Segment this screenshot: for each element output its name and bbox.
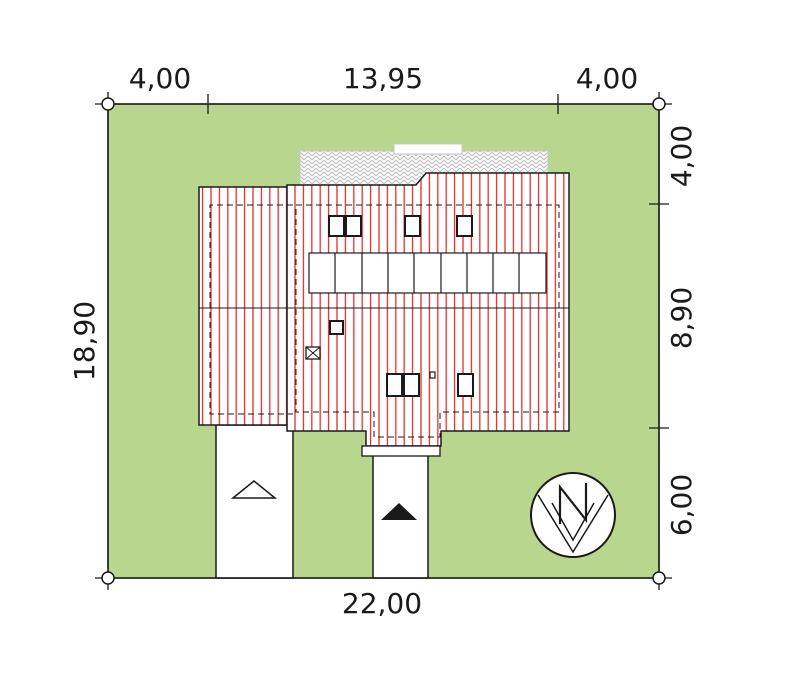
north-arrow-icon — [530, 472, 616, 558]
dimension-nodes — [101, 97, 666, 585]
solar-panels — [308, 252, 547, 294]
dim-top-right: 4,00 — [576, 62, 638, 95]
dim-top-middle: 13,95 — [343, 62, 423, 95]
dim-right-top: 4,00 — [665, 125, 698, 187]
dimension-lines — [95, 92, 672, 590]
roof-windows — [328, 215, 474, 397]
garage-roof — [198, 186, 290, 426]
dim-right-middle: 8,90 — [665, 287, 698, 349]
dim-right-bottom: 6,00 — [665, 474, 698, 536]
chimney-icon — [305, 346, 321, 360]
entrance-step — [361, 445, 441, 457]
garage-driveway — [215, 424, 294, 579]
dim-bottom-total: 22,00 — [342, 587, 422, 620]
triangle-filled-icon — [381, 503, 417, 520]
house-roof — [286, 172, 570, 447]
triangle-outline-icon — [230, 480, 278, 499]
dim-left-total: 18,90 — [68, 301, 101, 381]
dim-top-left: 4,00 — [129, 62, 191, 95]
wall-outline — [209, 204, 560, 438]
